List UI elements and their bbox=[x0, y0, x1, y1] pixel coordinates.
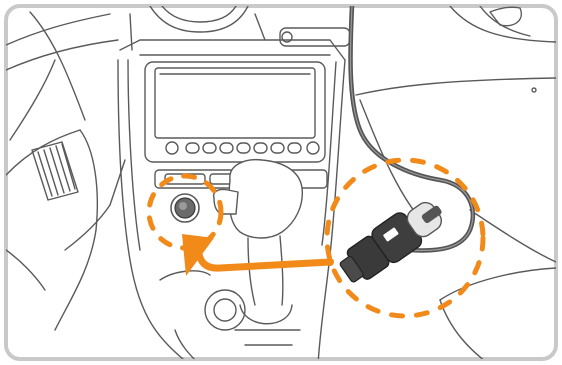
car-lighter-socket-icon bbox=[171, 194, 199, 222]
